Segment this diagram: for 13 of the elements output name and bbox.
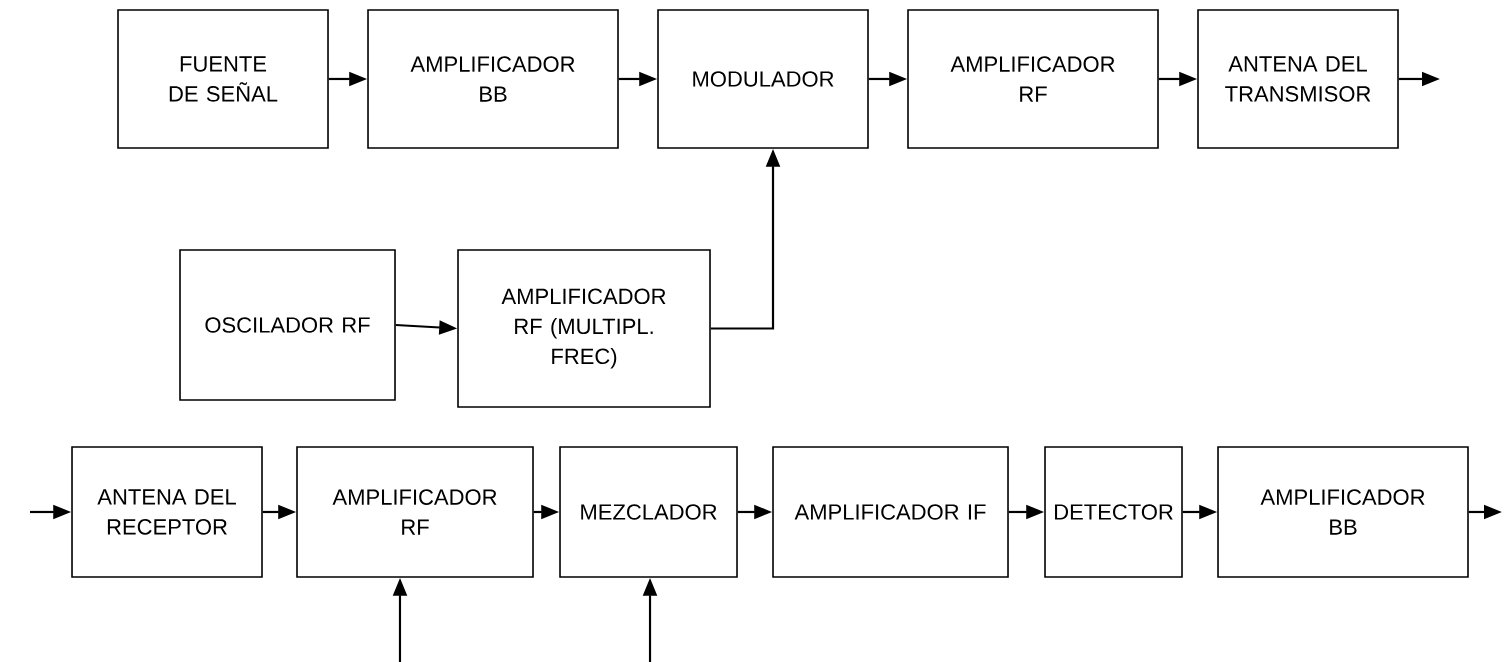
block-box: MODULADOR — [657, 9, 869, 149]
block-box: AMPLIFICADOR IF — [772, 446, 1009, 578]
block-box: AMPLIFICADOR RF — [296, 446, 534, 578]
block-box: AMPLIFICADOR BB — [367, 9, 619, 149]
block-box: AMPLIFICADOR RF (MULTIPL. FREC) — [457, 249, 711, 408]
block-box: AMPLIFICADOR RF — [907, 9, 1159, 149]
block-box: FUENTE DE SEÑAL — [117, 9, 329, 149]
block-box: ANTENA DEL TRANSMISOR — [1197, 9, 1399, 149]
block-box: ANTENA DEL RECEPTOR — [71, 446, 263, 578]
block-box: OSCILADOR RF — [179, 249, 396, 401]
block-box: DETECTOR — [1044, 446, 1183, 578]
block-box: MEZCLADOR — [559, 446, 738, 578]
block-box: AMPLIFICADOR BB — [1217, 446, 1469, 578]
